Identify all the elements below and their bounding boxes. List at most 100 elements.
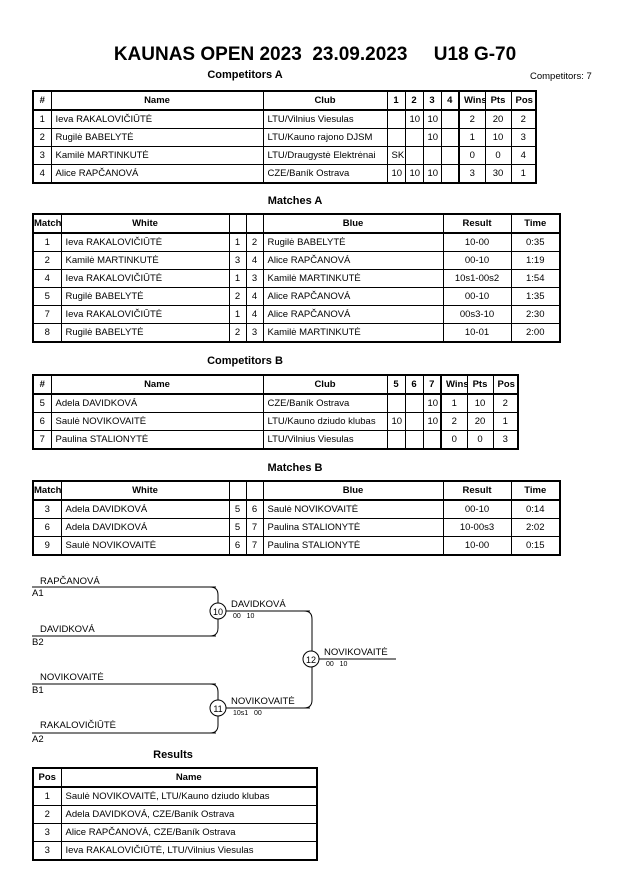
cell: 4 bbox=[32, 269, 62, 288]
cell: Kamilė MARTINKUTĖ bbox=[262, 269, 444, 288]
cell: Ieva RAKALOVIČIŪTĖ bbox=[60, 269, 230, 288]
col-header: Pos bbox=[32, 767, 62, 788]
cell: 30 bbox=[484, 164, 512, 184]
col-header: # bbox=[32, 90, 52, 111]
cell bbox=[386, 109, 406, 129]
bracket-entry-4: RAKALOVIČIŪTĖ bbox=[40, 720, 117, 731]
matches-b-table: Match White Blue Result Time 3 Adela DAV… bbox=[32, 480, 561, 556]
col-header: # bbox=[32, 374, 52, 395]
cell: LTU/Draugystė Elektrėnai bbox=[262, 146, 388, 165]
col-header: 2 bbox=[404, 90, 424, 111]
match-11-circle bbox=[209, 699, 227, 717]
cell: 5 bbox=[228, 499, 247, 519]
table-row: 1 Saulė NOVIKOVAITĖ, LTU/Kauno dziudo kl… bbox=[32, 786, 318, 806]
bracket-seed-3: B1 bbox=[32, 685, 44, 696]
bracket-seed-4: A2 bbox=[32, 734, 44, 745]
cell bbox=[440, 164, 460, 184]
cell: 20 bbox=[484, 109, 512, 129]
cell: 1 bbox=[440, 393, 468, 413]
col-header: 3 bbox=[422, 90, 442, 111]
cell: Rugilė BABELYTĖ bbox=[60, 323, 230, 343]
cell: 6 bbox=[245, 499, 264, 519]
cell: 6 bbox=[228, 536, 247, 556]
cell: 3 bbox=[492, 430, 519, 450]
col-header: Blue bbox=[262, 480, 444, 501]
cell: 3 bbox=[510, 128, 537, 147]
cell: Adela DAVIDKOVÁ bbox=[60, 518, 230, 537]
col-header: Name bbox=[60, 767, 318, 788]
bracket-entry-1: RAPČANOVÁ bbox=[40, 576, 100, 587]
table-row: 6 Saulė NOVIKOVAITĖ LTU/Kauno dziudo klu… bbox=[32, 412, 519, 431]
col-header: Time bbox=[510, 480, 561, 501]
cell bbox=[404, 412, 424, 431]
cell: 2 bbox=[228, 323, 247, 343]
cell: 8 bbox=[32, 323, 62, 343]
cell: 10 bbox=[404, 109, 424, 129]
cell: Alice RAPČANOVÁ bbox=[262, 287, 444, 306]
cell: 3 bbox=[32, 499, 62, 519]
cell: 7 bbox=[32, 430, 52, 450]
table-row: 5 Rugilė BABELYTĖ 2 4 Alice RAPČANOVÁ 00… bbox=[32, 287, 561, 306]
cell: 1 bbox=[492, 412, 519, 431]
match-12-circle bbox=[302, 650, 320, 668]
cell: 10 bbox=[422, 393, 442, 413]
bracket-seed-2: B2 bbox=[32, 637, 44, 648]
col-header: Wins bbox=[440, 374, 468, 395]
match-12-number: 12 bbox=[305, 655, 316, 665]
cell: 1 bbox=[32, 109, 52, 129]
competitors-a-table: # Name Club 1 2 3 4 Wins Pts Pos 1 Ieva … bbox=[32, 90, 537, 184]
cell: 4 bbox=[245, 251, 264, 270]
cell: SK bbox=[386, 146, 406, 165]
cell: 2 bbox=[510, 109, 537, 129]
cell: 0 bbox=[466, 430, 494, 450]
table-row: 4 Ieva RAKALOVIČIŪTĖ 1 3 Kamilė MARTINKU… bbox=[32, 269, 561, 288]
cell bbox=[404, 393, 424, 413]
cell: LTU/Kauno rajono DJSM bbox=[262, 128, 388, 147]
match-10-score: 00 10 bbox=[233, 613, 255, 620]
col-header bbox=[245, 213, 264, 234]
cell: Ieva RAKALOVIČIŪTĖ bbox=[60, 232, 230, 252]
cell: LTU/Vilnius Viesulas bbox=[262, 430, 388, 450]
cell: 0 bbox=[440, 430, 468, 450]
cell: 00-10 bbox=[442, 499, 512, 519]
cell bbox=[404, 146, 424, 165]
cell: 5 bbox=[228, 518, 247, 537]
col-header: Pos bbox=[492, 374, 519, 395]
cell: Adela DAVIDKOVÁ bbox=[60, 499, 230, 519]
cell: Adela DAVIDKOVÁ bbox=[50, 393, 264, 413]
cell: 10 bbox=[484, 128, 512, 147]
col-header: Match bbox=[32, 213, 62, 234]
cell: 10 bbox=[422, 412, 442, 431]
cell: 10 bbox=[422, 128, 442, 147]
col-header: Time bbox=[510, 213, 561, 234]
cell: 1:35 bbox=[510, 287, 561, 306]
match-11-score: 10s1 00 bbox=[233, 710, 262, 717]
cell: Saulė NOVIKOVAITĖ, LTU/Kauno dziudo klub… bbox=[60, 786, 318, 806]
cell bbox=[404, 430, 424, 450]
col-header: 7 bbox=[422, 374, 442, 395]
bracket-lines bbox=[32, 586, 396, 734]
cell: 1 bbox=[32, 232, 62, 252]
cell: 4 bbox=[245, 305, 264, 324]
cell: CZE/Baník Ostrava bbox=[262, 393, 388, 413]
cell: 1 bbox=[228, 305, 247, 324]
cell bbox=[422, 146, 442, 165]
cell: 00-10 bbox=[442, 251, 512, 270]
cell: 3 bbox=[245, 323, 264, 343]
cell: 10 bbox=[386, 164, 406, 184]
cell: Alice RAPČANOVÁ, CZE/Baník Ostrava bbox=[60, 823, 318, 842]
cell bbox=[404, 128, 424, 147]
cell: 0 bbox=[458, 146, 486, 165]
cell: Rugilė BABELYTĖ bbox=[262, 232, 444, 252]
cell: 1 bbox=[228, 269, 247, 288]
table-header: Pos Name bbox=[32, 767, 318, 788]
col-header: Club bbox=[262, 374, 388, 395]
cell: 0:35 bbox=[510, 232, 561, 252]
cell: 3 bbox=[228, 251, 247, 270]
cell: 10-01 bbox=[442, 323, 512, 343]
table-row: 9 Saulė NOVIKOVAITĖ 6 7 Paulina STALIONY… bbox=[32, 536, 561, 556]
table-row: 5 Adela DAVIDKOVÁ CZE/Baník Ostrava 10 1… bbox=[32, 393, 519, 413]
cell: Ieva RAKALOVIČIŪTĖ, LTU/Vilnius Viesulas bbox=[60, 841, 318, 861]
cell: Saulė NOVIKOVAITĖ bbox=[50, 412, 264, 431]
competitors-a-heading: Competitors A bbox=[207, 69, 283, 81]
